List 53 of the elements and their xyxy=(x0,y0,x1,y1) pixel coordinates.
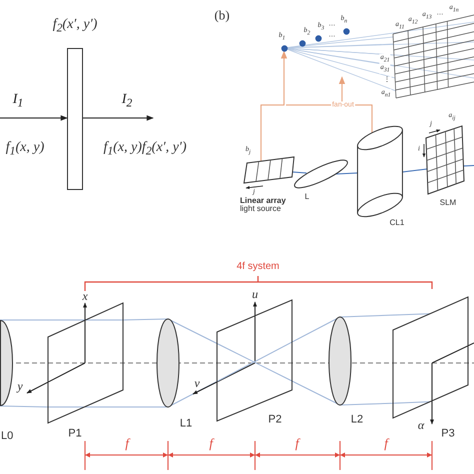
lens-label: L1 xyxy=(180,418,192,430)
plane-label: P1 xyxy=(68,428,82,440)
axis-label: x xyxy=(82,290,88,302)
dot-icon xyxy=(280,44,288,52)
panel-label: (b) xyxy=(214,8,230,22)
source-label: Linear array light source xyxy=(240,197,287,213)
lens xyxy=(0,320,13,406)
axis-label: u xyxy=(252,288,258,300)
function-label: f$_{1}$(x, y) xyxy=(6,140,44,158)
light-ray xyxy=(122,318,168,320)
plane-label: P3 xyxy=(441,428,455,440)
function-label: f$_{2}$(x′, y′) xyxy=(52,18,98,34)
light-ray xyxy=(340,402,394,406)
light-ray xyxy=(340,313,430,318)
dimension-label: f xyxy=(295,436,299,450)
dot-icon xyxy=(342,28,350,34)
axis-label: y xyxy=(17,380,23,392)
edge-label: I$_{2}$ xyxy=(122,92,132,110)
dimension-label: f xyxy=(125,436,129,450)
arrow xyxy=(82,115,154,121)
axis-label: α xyxy=(418,419,424,431)
light-ray xyxy=(84,406,168,408)
lens-label: CL1 xyxy=(390,219,404,227)
cylindrical-lens xyxy=(357,126,403,218)
image-plane xyxy=(47,302,124,424)
plane-label: P2 xyxy=(268,414,282,426)
light-ray xyxy=(463,165,474,166)
connector-arrow xyxy=(260,50,288,162)
lens-label: L xyxy=(304,193,310,201)
dimension-label: f xyxy=(209,436,213,450)
light-ray xyxy=(335,172,358,174)
device-label: SLM xyxy=(440,199,456,207)
mask-plate xyxy=(67,48,83,190)
light-ray xyxy=(402,168,428,172)
axis-label: v xyxy=(194,377,200,389)
light-ray xyxy=(0,406,48,408)
lens xyxy=(329,317,351,405)
light-source-array xyxy=(243,156,295,184)
lens xyxy=(157,319,179,407)
lens xyxy=(294,160,348,188)
function-label: f$_{1}$(x, y)f$_{2}$(x′, y′) xyxy=(103,140,187,158)
dot-icon xyxy=(314,34,322,42)
image-plane xyxy=(216,299,293,422)
image-plane xyxy=(392,296,469,419)
dimension-label: f xyxy=(384,436,388,450)
modulator-grid xyxy=(425,125,465,195)
dot-icon xyxy=(298,40,306,46)
edge-label: I$_{1}$ xyxy=(12,92,24,110)
system-label: 4f system xyxy=(236,262,280,272)
lens-label: L0 xyxy=(1,431,14,442)
lens-label: L2 xyxy=(350,414,364,426)
arrow xyxy=(0,115,68,121)
light-ray xyxy=(292,172,307,174)
